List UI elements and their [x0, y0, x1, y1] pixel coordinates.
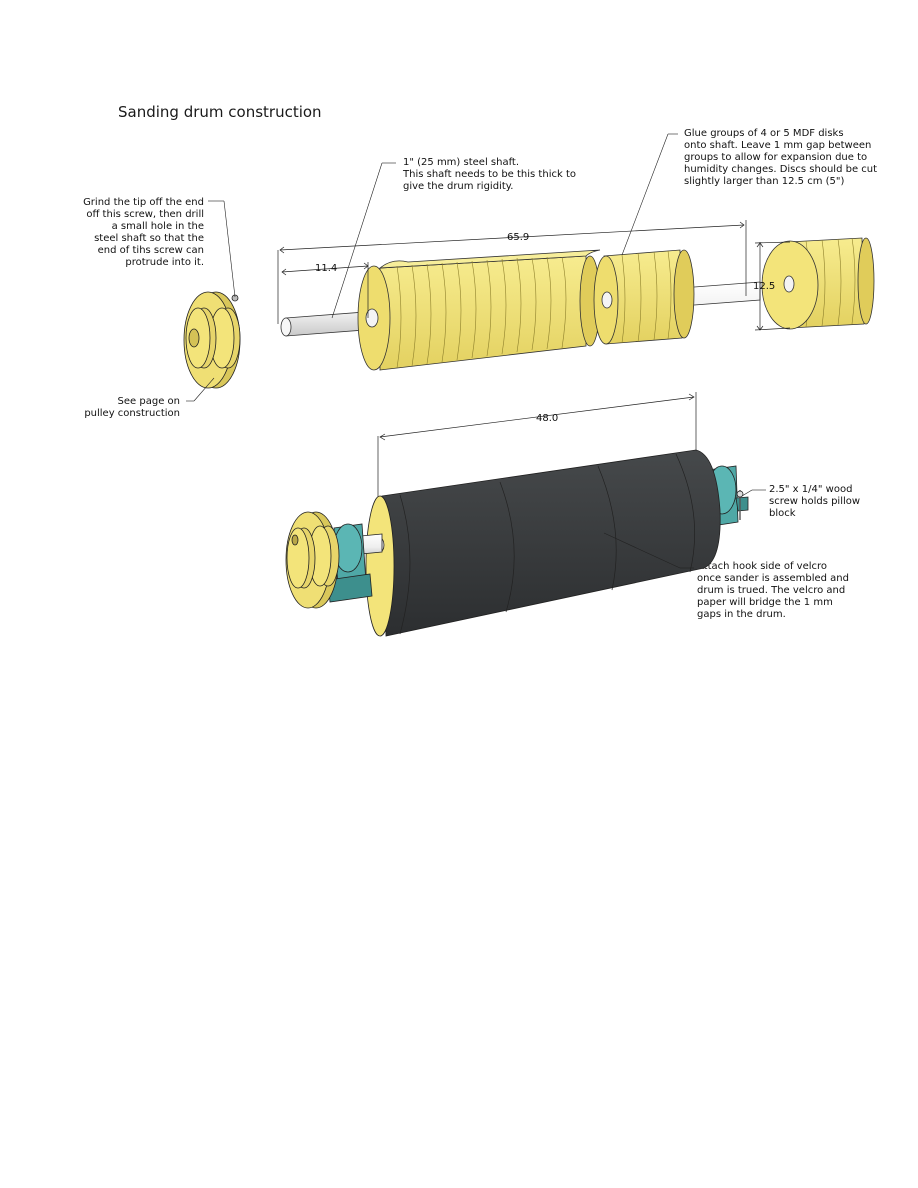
- dimension-lines-top: [277, 220, 791, 331]
- leader-lines-top: [186, 133, 678, 402]
- dim-overall-length: 65.9: [507, 232, 529, 243]
- pulley-note: See page on pulley construction: [84, 396, 180, 419]
- dim-shaft-end: 11.4: [315, 263, 337, 274]
- velcro-note: Attach hook side of velcro once sander i…: [697, 561, 849, 620]
- mdf-disc-group: [593, 249, 695, 345]
- shaft-note: 1" (25 mm) steel shaft. This shaft needs…: [403, 157, 576, 192]
- detached-disc-group: [761, 237, 875, 330]
- dim-disc-diameter: 12.5: [753, 281, 775, 292]
- dim-drum-length: 48.0: [536, 413, 558, 424]
- upper-pulley: [183, 291, 241, 389]
- lower-pulley: [285, 511, 340, 609]
- mdf-disc-stack: [357, 249, 601, 371]
- dimension-lines-bottom: [377, 392, 697, 500]
- left-pillow-block: [327, 523, 383, 603]
- assembled-drum: 48.0: [285, 392, 766, 637]
- exploded-assembly: 65.9 11.4 12.5: [183, 133, 875, 402]
- page-title: Sanding drum construction: [118, 103, 322, 121]
- leader-lines-bottom: [603, 489, 766, 569]
- pillow-block-note: 2.5" x 1/4" wood screw holds pillow bloc…: [769, 484, 861, 519]
- screw-tip-note: Grind the tip off the end off this screw…: [83, 197, 204, 268]
- drum-cylinder: [365, 449, 721, 637]
- glue-note: Glue groups of 4 or 5 MDF disks onto sha…: [684, 128, 878, 187]
